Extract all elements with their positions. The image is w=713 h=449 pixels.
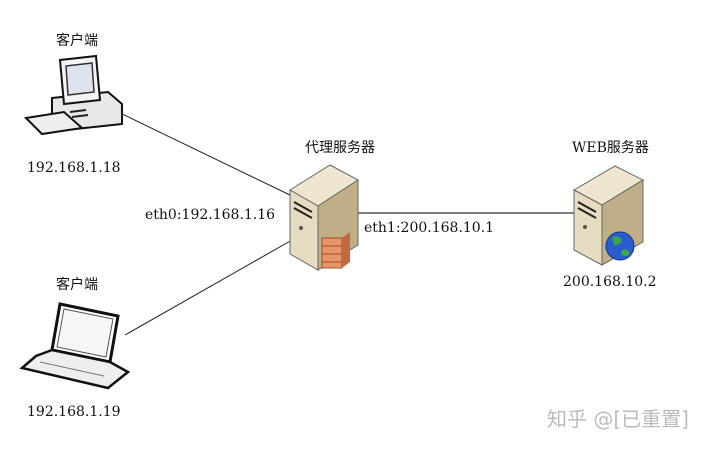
client1-ip: 192.168.1.18 bbox=[27, 160, 121, 176]
proxy-title: 代理服务器 bbox=[305, 140, 375, 156]
web-title: WEB服务器 bbox=[572, 140, 649, 156]
desktop-computer-icon bbox=[23, 54, 123, 136]
client1-title: 客户端 bbox=[56, 32, 98, 49]
server-firewall-icon bbox=[289, 164, 359, 271]
link-client2-proxy bbox=[124, 239, 293, 336]
client2-title: 客户端 bbox=[56, 276, 98, 293]
watermark: 知乎 @[已重置] bbox=[547, 407, 689, 431]
proxy-eth1: eth1:200.168.10.1 bbox=[364, 220, 494, 236]
link-client1-proxy bbox=[117, 111, 293, 197]
proxy-eth0: eth0:192.168.1.16 bbox=[145, 207, 275, 223]
client2-ip: 192.168.1.19 bbox=[27, 404, 121, 420]
laptop-icon bbox=[19, 302, 131, 390]
web-ip: 200.168.10.2 bbox=[563, 274, 657, 290]
server-globe-icon bbox=[572, 165, 645, 266]
